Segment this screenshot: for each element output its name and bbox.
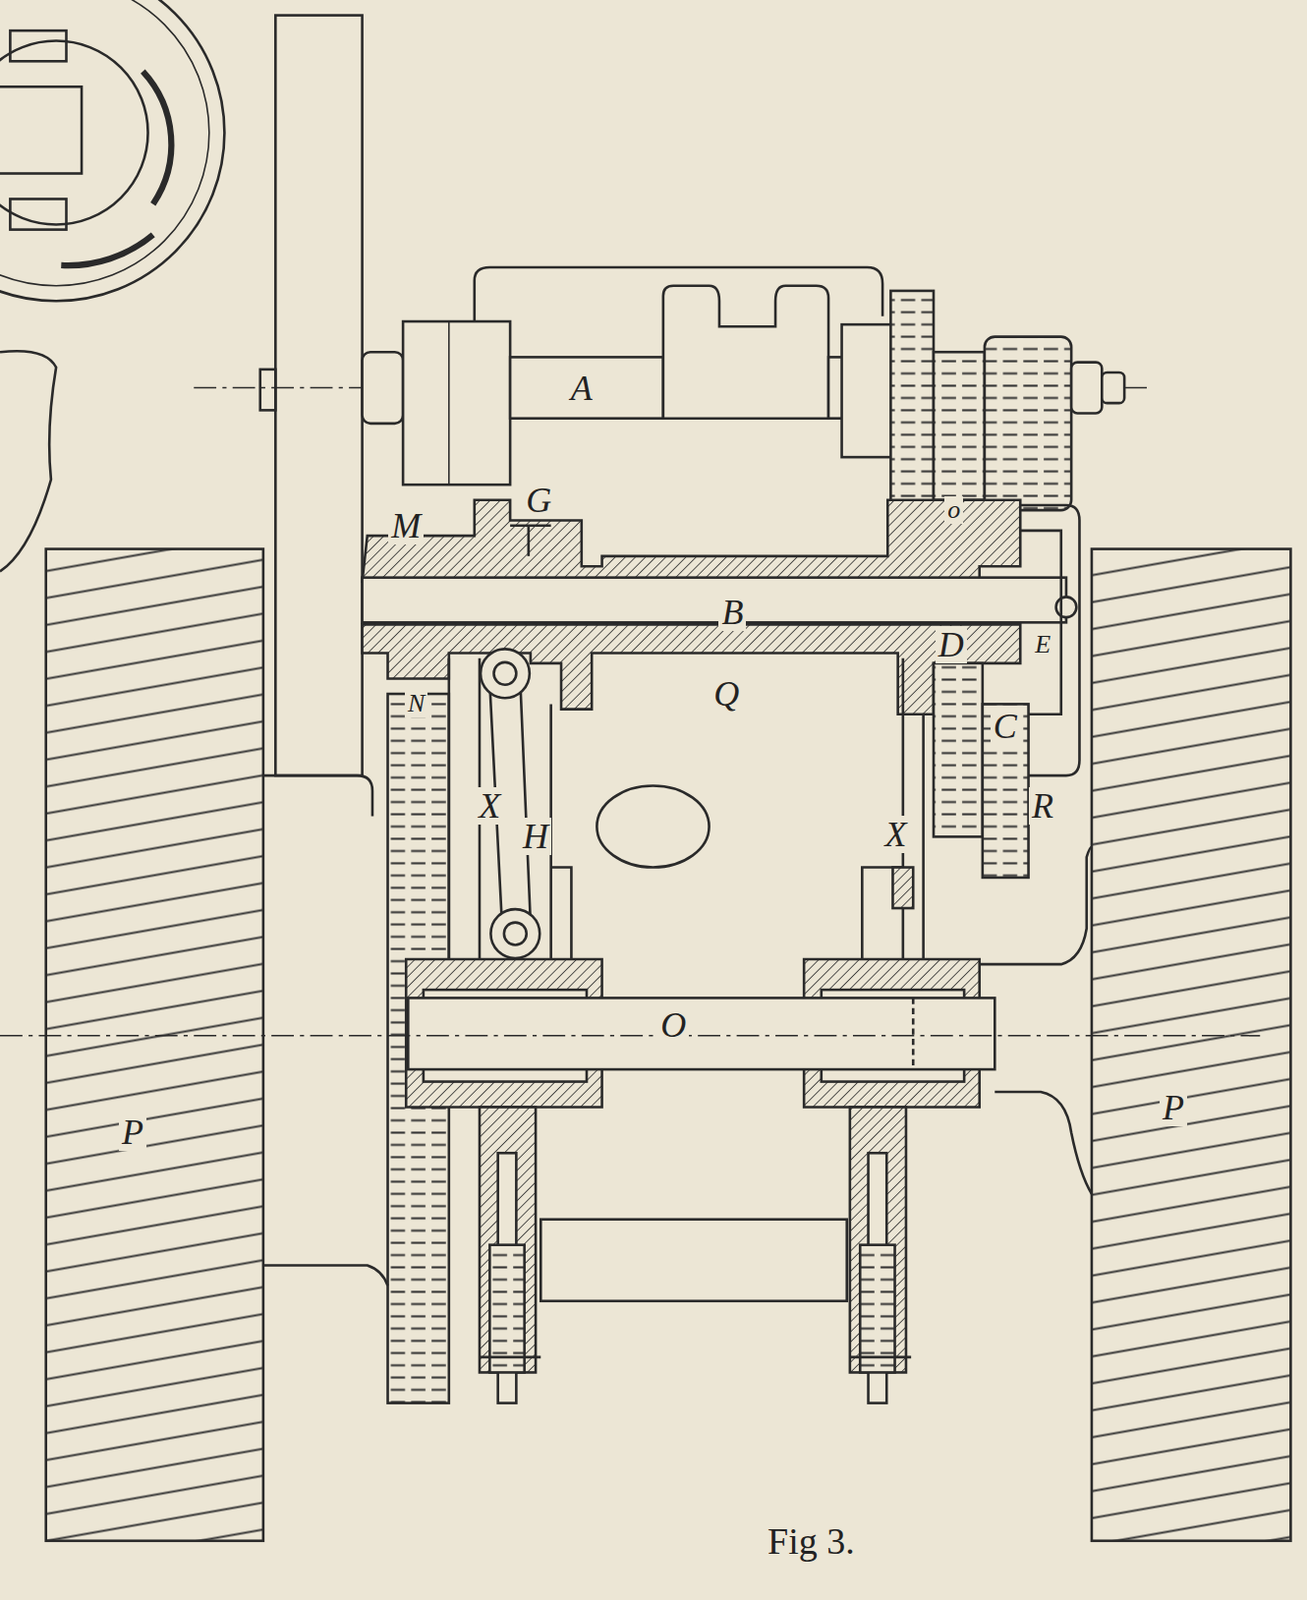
part-letter: G	[522, 481, 555, 519]
part-letter: H	[519, 817, 552, 855]
part-letter: M	[388, 507, 424, 545]
part-letter: X	[882, 815, 910, 853]
part-letter: o	[944, 496, 964, 524]
part-letter: B	[718, 593, 746, 631]
part-letter: P	[118, 1113, 147, 1151]
part-letter: A	[568, 369, 596, 407]
part-letter: R	[1028, 787, 1057, 825]
part-letter: D	[935, 625, 967, 664]
part-letter: E	[1031, 630, 1054, 659]
part-letter: C	[990, 707, 1021, 745]
part-letter: X	[475, 787, 504, 825]
part-letter: P	[1159, 1088, 1188, 1127]
part-letter: Q	[710, 675, 742, 713]
part-letter: N	[404, 689, 428, 718]
part-letter: O	[657, 1006, 689, 1044]
figure-caption: Fig 3.	[767, 1522, 855, 1560]
